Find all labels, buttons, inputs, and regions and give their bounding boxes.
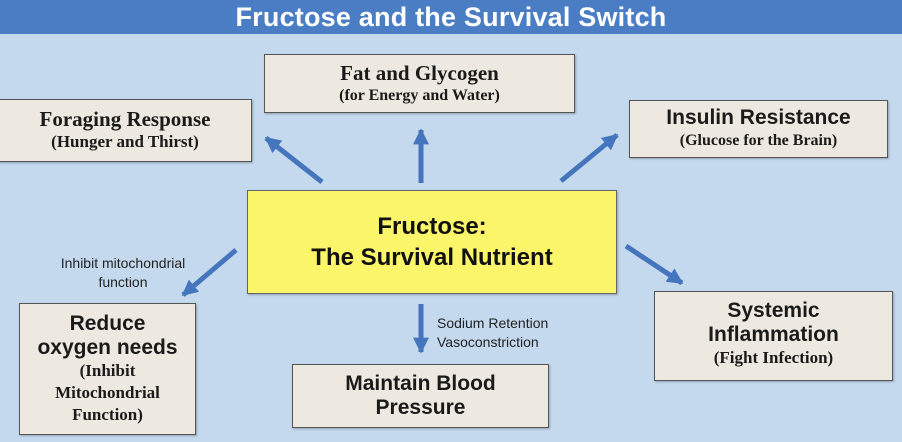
oxygen-line1: Reduce	[69, 312, 146, 335]
arrow-to-oxygen	[181, 248, 238, 297]
fat-title: Fat and Glycogen	[340, 61, 499, 85]
note-vaso: Vasoconstriction	[437, 334, 539, 350]
inflammation-line2: Inflammation	[708, 323, 839, 346]
box-foraging-response: Foraging Response (Hunger and Thirst)	[0, 99, 252, 162]
foraging-subtitle: (Hunger and Thirst)	[51, 132, 199, 151]
page-title: Fructose and the Survival Switch	[235, 1, 667, 32]
box-fat-glycogen: Fat and Glycogen (for Energy and Water)	[264, 54, 575, 113]
center-line1: Fructose:	[377, 213, 487, 240]
arrow-to-insulin	[559, 133, 619, 183]
box-maintain-blood-pressure: Maintain Blood Pressure	[292, 364, 549, 428]
oxygen-sub2: Mitochondrial	[55, 383, 160, 402]
title-bar: Fructose and the Survival Switch	[0, 0, 902, 34]
center-line2: The Survival Nutrient	[311, 244, 553, 271]
note-mito-line1: Inhibit mitochondrial	[60, 255, 186, 271]
insulin-subtitle: (Glucose for the Brain)	[679, 132, 838, 149]
oxygen-line2: oxygen needs	[37, 336, 178, 359]
oxygen-sub3: Function)	[72, 405, 143, 424]
arrow-to-foraging	[264, 136, 324, 184]
note-inhibit-mitochondrial: Inhibit mitochondrial function	[38, 254, 208, 292]
arrow-to-inflammation	[624, 243, 684, 286]
inflammation-subtitle: (Fight Infection)	[713, 348, 834, 367]
inflammation-line1: Systemic	[727, 299, 820, 322]
note-mito-line2: function	[98, 274, 148, 290]
note-sodium: Sodium Retention	[437, 315, 549, 331]
pressure-line2: Pressure	[375, 396, 466, 419]
center-box-fructose: Fructose: The Survival Nutrient	[247, 190, 617, 294]
insulin-title: Insulin Resistance	[666, 106, 851, 129]
note-sodium-vaso: Sodium Retention Vasoconstriction	[437, 314, 597, 352]
fat-subtitle: (for Energy and Water)	[339, 87, 500, 104]
foraging-title: Foraging Response	[39, 107, 211, 131]
oxygen-sub1: (Inhibit	[79, 361, 136, 380]
box-insulin-resistance: Insulin Resistance (Glucose for the Brai…	[629, 100, 888, 158]
box-systemic-inflammation: Systemic Inflammation (Fight Infection)	[654, 291, 893, 381]
box-reduce-oxygen: Reduce oxygen needs (Inhibit Mitochondri…	[19, 303, 196, 435]
pressure-line1: Maintain Blood	[345, 372, 496, 395]
